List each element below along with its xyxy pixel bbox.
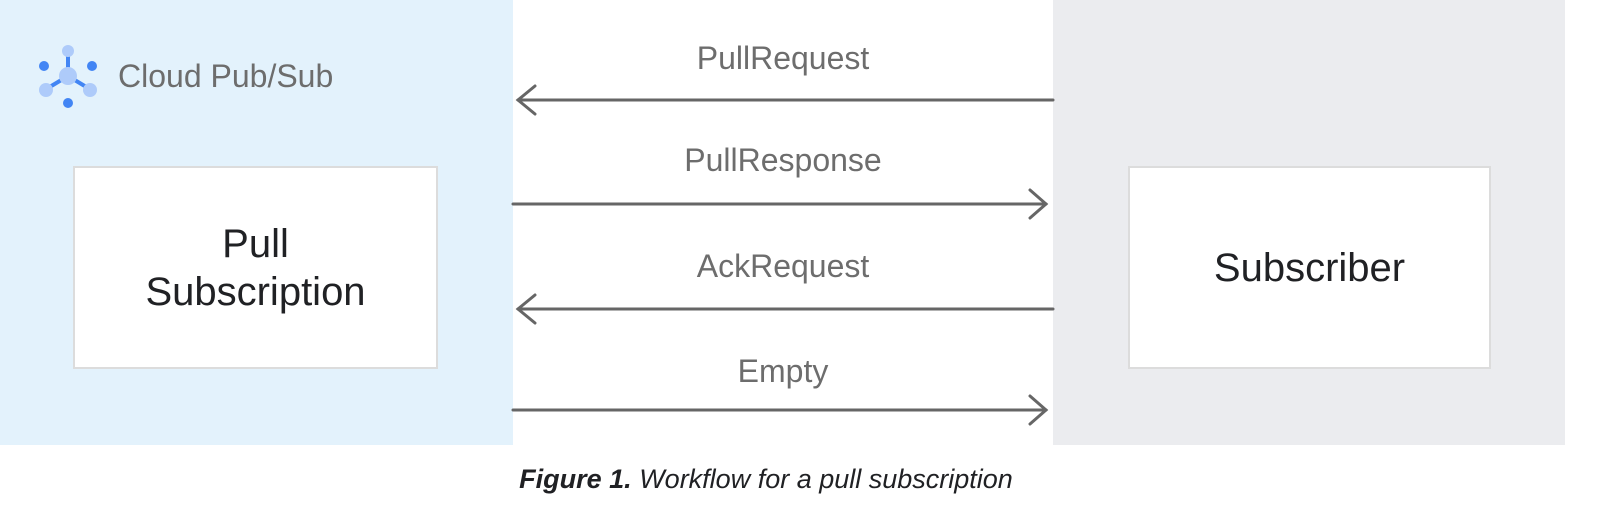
arrow-left-pullrequest bbox=[515, 84, 1055, 116]
caption-text: Workflow for a pull subscription bbox=[631, 464, 1013, 494]
message-label-empty: Empty bbox=[737, 353, 829, 389]
arrow-right-pullresponse bbox=[511, 188, 1049, 220]
pubsub-hub-icon bbox=[39, 45, 97, 108]
pull-subscription-line2: Subscription bbox=[145, 269, 366, 314]
arrow-right-empty bbox=[511, 394, 1049, 426]
subscriber-label: Subscriber bbox=[1213, 245, 1406, 290]
figure-caption: Figure 1. Workflow for a pull subscripti… bbox=[0, 464, 1532, 495]
message-label-pullrequest: PullRequest bbox=[696, 40, 870, 76]
service-header: Cloud Pub/Sub bbox=[36, 44, 333, 108]
arrow-left-ackrequest bbox=[515, 293, 1055, 325]
message-label-ackrequest: AckRequest bbox=[696, 248, 870, 284]
caption-prefix: Figure 1. bbox=[519, 464, 632, 494]
message-label-pullresponse: PullResponse bbox=[684, 142, 882, 178]
pull-subscription-line1: Pull bbox=[222, 221, 289, 266]
subscriber-panel: Subscriber bbox=[1053, 0, 1565, 445]
service-name: Cloud Pub/Sub bbox=[118, 57, 334, 94]
subscriber-box: Subscriber bbox=[1128, 166, 1491, 369]
